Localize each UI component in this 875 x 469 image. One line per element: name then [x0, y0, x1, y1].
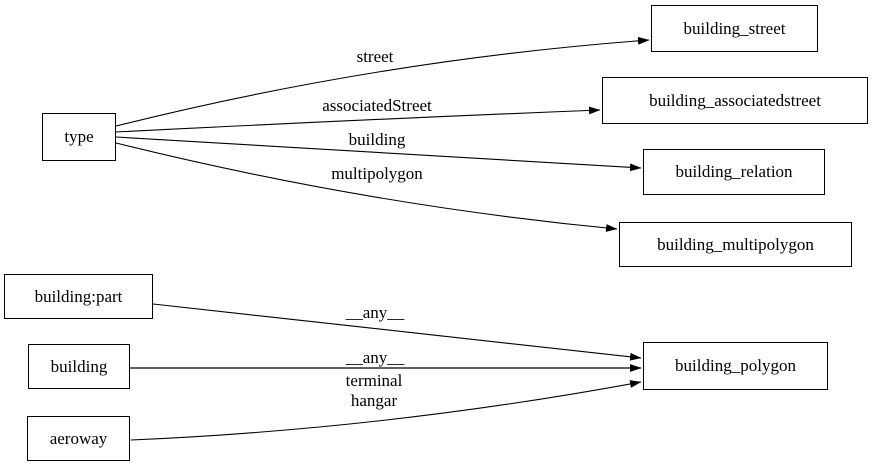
node-building-label: building	[50, 356, 108, 376]
node-building-multipolygon: building_multipolygon	[619, 222, 852, 267]
node-building-polygon-label: building_polygon	[675, 356, 796, 375]
node-building-relation: building_relation	[643, 149, 825, 195]
edge-aeroway-building_polygon	[130, 380, 642, 441]
edge-label-associatedstreet: associatedStreet	[322, 96, 432, 115]
node-building-associatedstreet-label: building_associatedstreet	[649, 90, 821, 110]
edge-label-terminal-hangar: terminal hangar	[346, 371, 403, 411]
node-building-polygon: building_polygon	[643, 342, 828, 390]
edge-type-building_relation	[115, 136, 642, 172]
edge-label-terminal: terminal	[345, 371, 403, 390]
node-building-street-label: building_street	[683, 18, 786, 38]
edge-label-any-building: __any__	[345, 348, 405, 367]
edge-label-street: street	[356, 47, 394, 66]
node-building: building	[28, 344, 130, 389]
edge-buildingpart-building_polygon	[152, 303, 642, 361]
node-building-multipolygon-label: building_multipolygon	[657, 234, 814, 254]
node-building-part: building:part	[4, 274, 153, 319]
node-type-label: type	[64, 127, 94, 146]
node-building-street: building_street	[651, 5, 818, 52]
edge-type-building_relation-assoc	[115, 106, 601, 133]
edge-label-any-buildingpart: __any__	[345, 303, 405, 322]
edge-label-building: building	[348, 130, 406, 149]
edge-type-building_multipolygon	[115, 142, 618, 232]
edge-label-hangar: hangar	[350, 391, 398, 410]
node-type: type	[42, 113, 116, 161]
node-building-relation-label: building_relation	[675, 162, 793, 181]
edge-label-multipolygon: multipolygon	[331, 164, 423, 183]
node-building-part-label: building:part	[34, 286, 123, 306]
node-aeroway-label: aeroway	[49, 428, 108, 448]
node-aeroway: aeroway	[27, 416, 130, 461]
node-building-associatedstreet: building_associatedstreet	[602, 77, 868, 124]
edge-type-building_street	[115, 36, 650, 127]
